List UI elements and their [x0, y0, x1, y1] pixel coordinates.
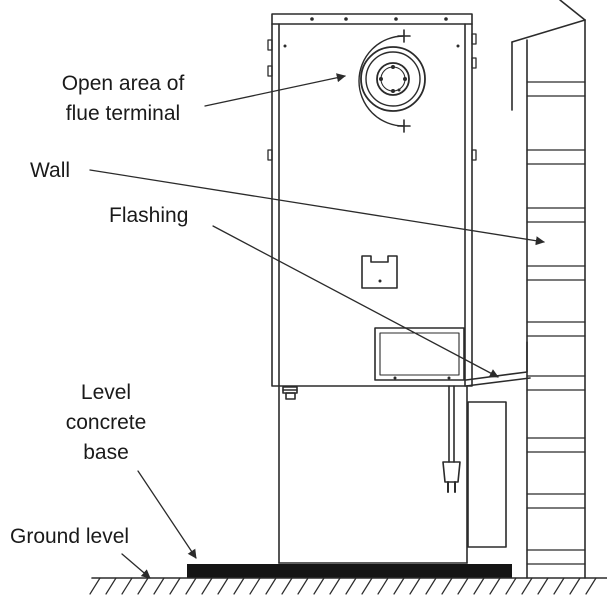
leader-base: [137, 470, 197, 559]
control-plate: [361, 255, 398, 289]
label-base-line1: Level: [81, 381, 131, 404]
leader-flue: [204, 73, 346, 107]
top-screws: [283, 17, 460, 48]
label-base-line2: concrete: [66, 411, 147, 434]
label-base-line3: base: [83, 441, 129, 464]
service-box: [374, 327, 465, 381]
label-flue-line2: flue terminal: [66, 102, 180, 125]
wall: [511, 0, 586, 579]
leader-wall: [89, 169, 545, 246]
wall-mortar-lines: [526, 81, 586, 565]
leader-flashing: [212, 225, 499, 378]
concrete-base: [187, 564, 512, 578]
heater-unit: [267, 13, 477, 400]
leader-lines: [89, 73, 545, 579]
flashing: [465, 341, 531, 387]
ground-level: [89, 577, 607, 595]
label-ground: Ground level: [10, 525, 129, 548]
label-flashing: Flashing: [109, 204, 188, 227]
lower-housing: [278, 386, 507, 564]
label-wall: Wall: [30, 159, 70, 182]
side-hinges: [267, 33, 477, 161]
labels: Open area of flue terminal Wall Flashing…: [10, 72, 188, 548]
flue-terminal: [358, 29, 426, 133]
ground-hatching: [89, 577, 597, 595]
label-flue-line1: Open area of: [62, 72, 185, 95]
power-cord-plug: [442, 385, 461, 493]
drain-fitting: [282, 386, 298, 400]
leader-ground: [121, 553, 151, 579]
